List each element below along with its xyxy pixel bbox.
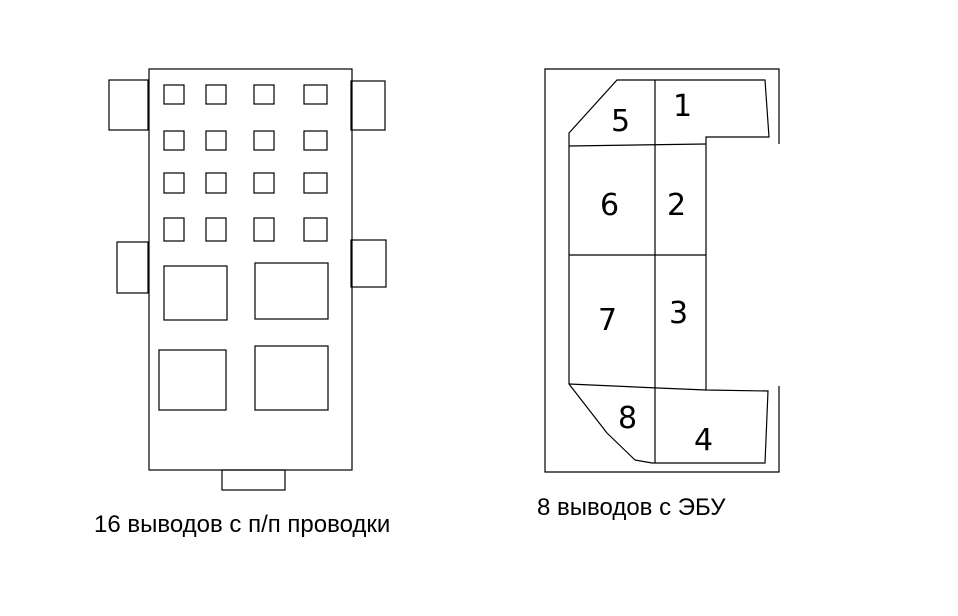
small-pin (163, 217, 185, 242)
left-connector (108, 68, 387, 491)
small-pin (303, 217, 328, 242)
left-latch-mid-left (116, 241, 149, 294)
left-bottom-key (221, 469, 286, 491)
divider (568, 143, 707, 147)
pin-label-5: 5 (611, 104, 630, 139)
right-connector-frame (544, 68, 780, 473)
large-pin (254, 262, 329, 320)
divider (657, 387, 707, 391)
pin-label-3: 3 (669, 296, 688, 331)
small-pin (205, 84, 227, 105)
small-pin (205, 217, 227, 242)
right-connector (544, 68, 780, 473)
small-pin (253, 172, 275, 194)
small-pin (163, 130, 185, 151)
divider (568, 383, 659, 389)
left-large-pins (158, 262, 329, 411)
small-pin (253, 217, 275, 242)
small-pin (303, 130, 328, 151)
pin-label-8: 8 (618, 401, 637, 436)
large-pin (254, 345, 329, 411)
pin-label-4: 4 (694, 423, 713, 458)
right-pin-labels: 5 1 6 2 7 3 8 4 (598, 89, 713, 458)
pin-label-6: 6 (600, 188, 619, 223)
left-latch-top-left (108, 79, 149, 131)
large-pin (163, 265, 228, 321)
pin-label-1: 1 (673, 89, 692, 124)
left-connector-caption: 16 выводов с п/п проводки (94, 511, 391, 538)
small-pin (163, 84, 185, 105)
left-latch-top-right (350, 80, 386, 131)
small-pin (253, 130, 275, 151)
large-pin (158, 349, 227, 411)
right-connector-caption: 8 выводов с ЭБУ (537, 494, 726, 521)
left-latch-mid-right (350, 239, 387, 288)
small-pin (205, 130, 227, 151)
small-pin (303, 172, 328, 194)
small-pin (205, 172, 227, 194)
small-pin (253, 84, 275, 105)
pin-label-2: 2 (667, 188, 686, 223)
left-small-pins (163, 84, 328, 242)
small-pin (163, 172, 185, 194)
pin-label-7: 7 (598, 303, 617, 338)
small-pin (303, 84, 328, 105)
right-pin-area-outline (568, 79, 770, 464)
